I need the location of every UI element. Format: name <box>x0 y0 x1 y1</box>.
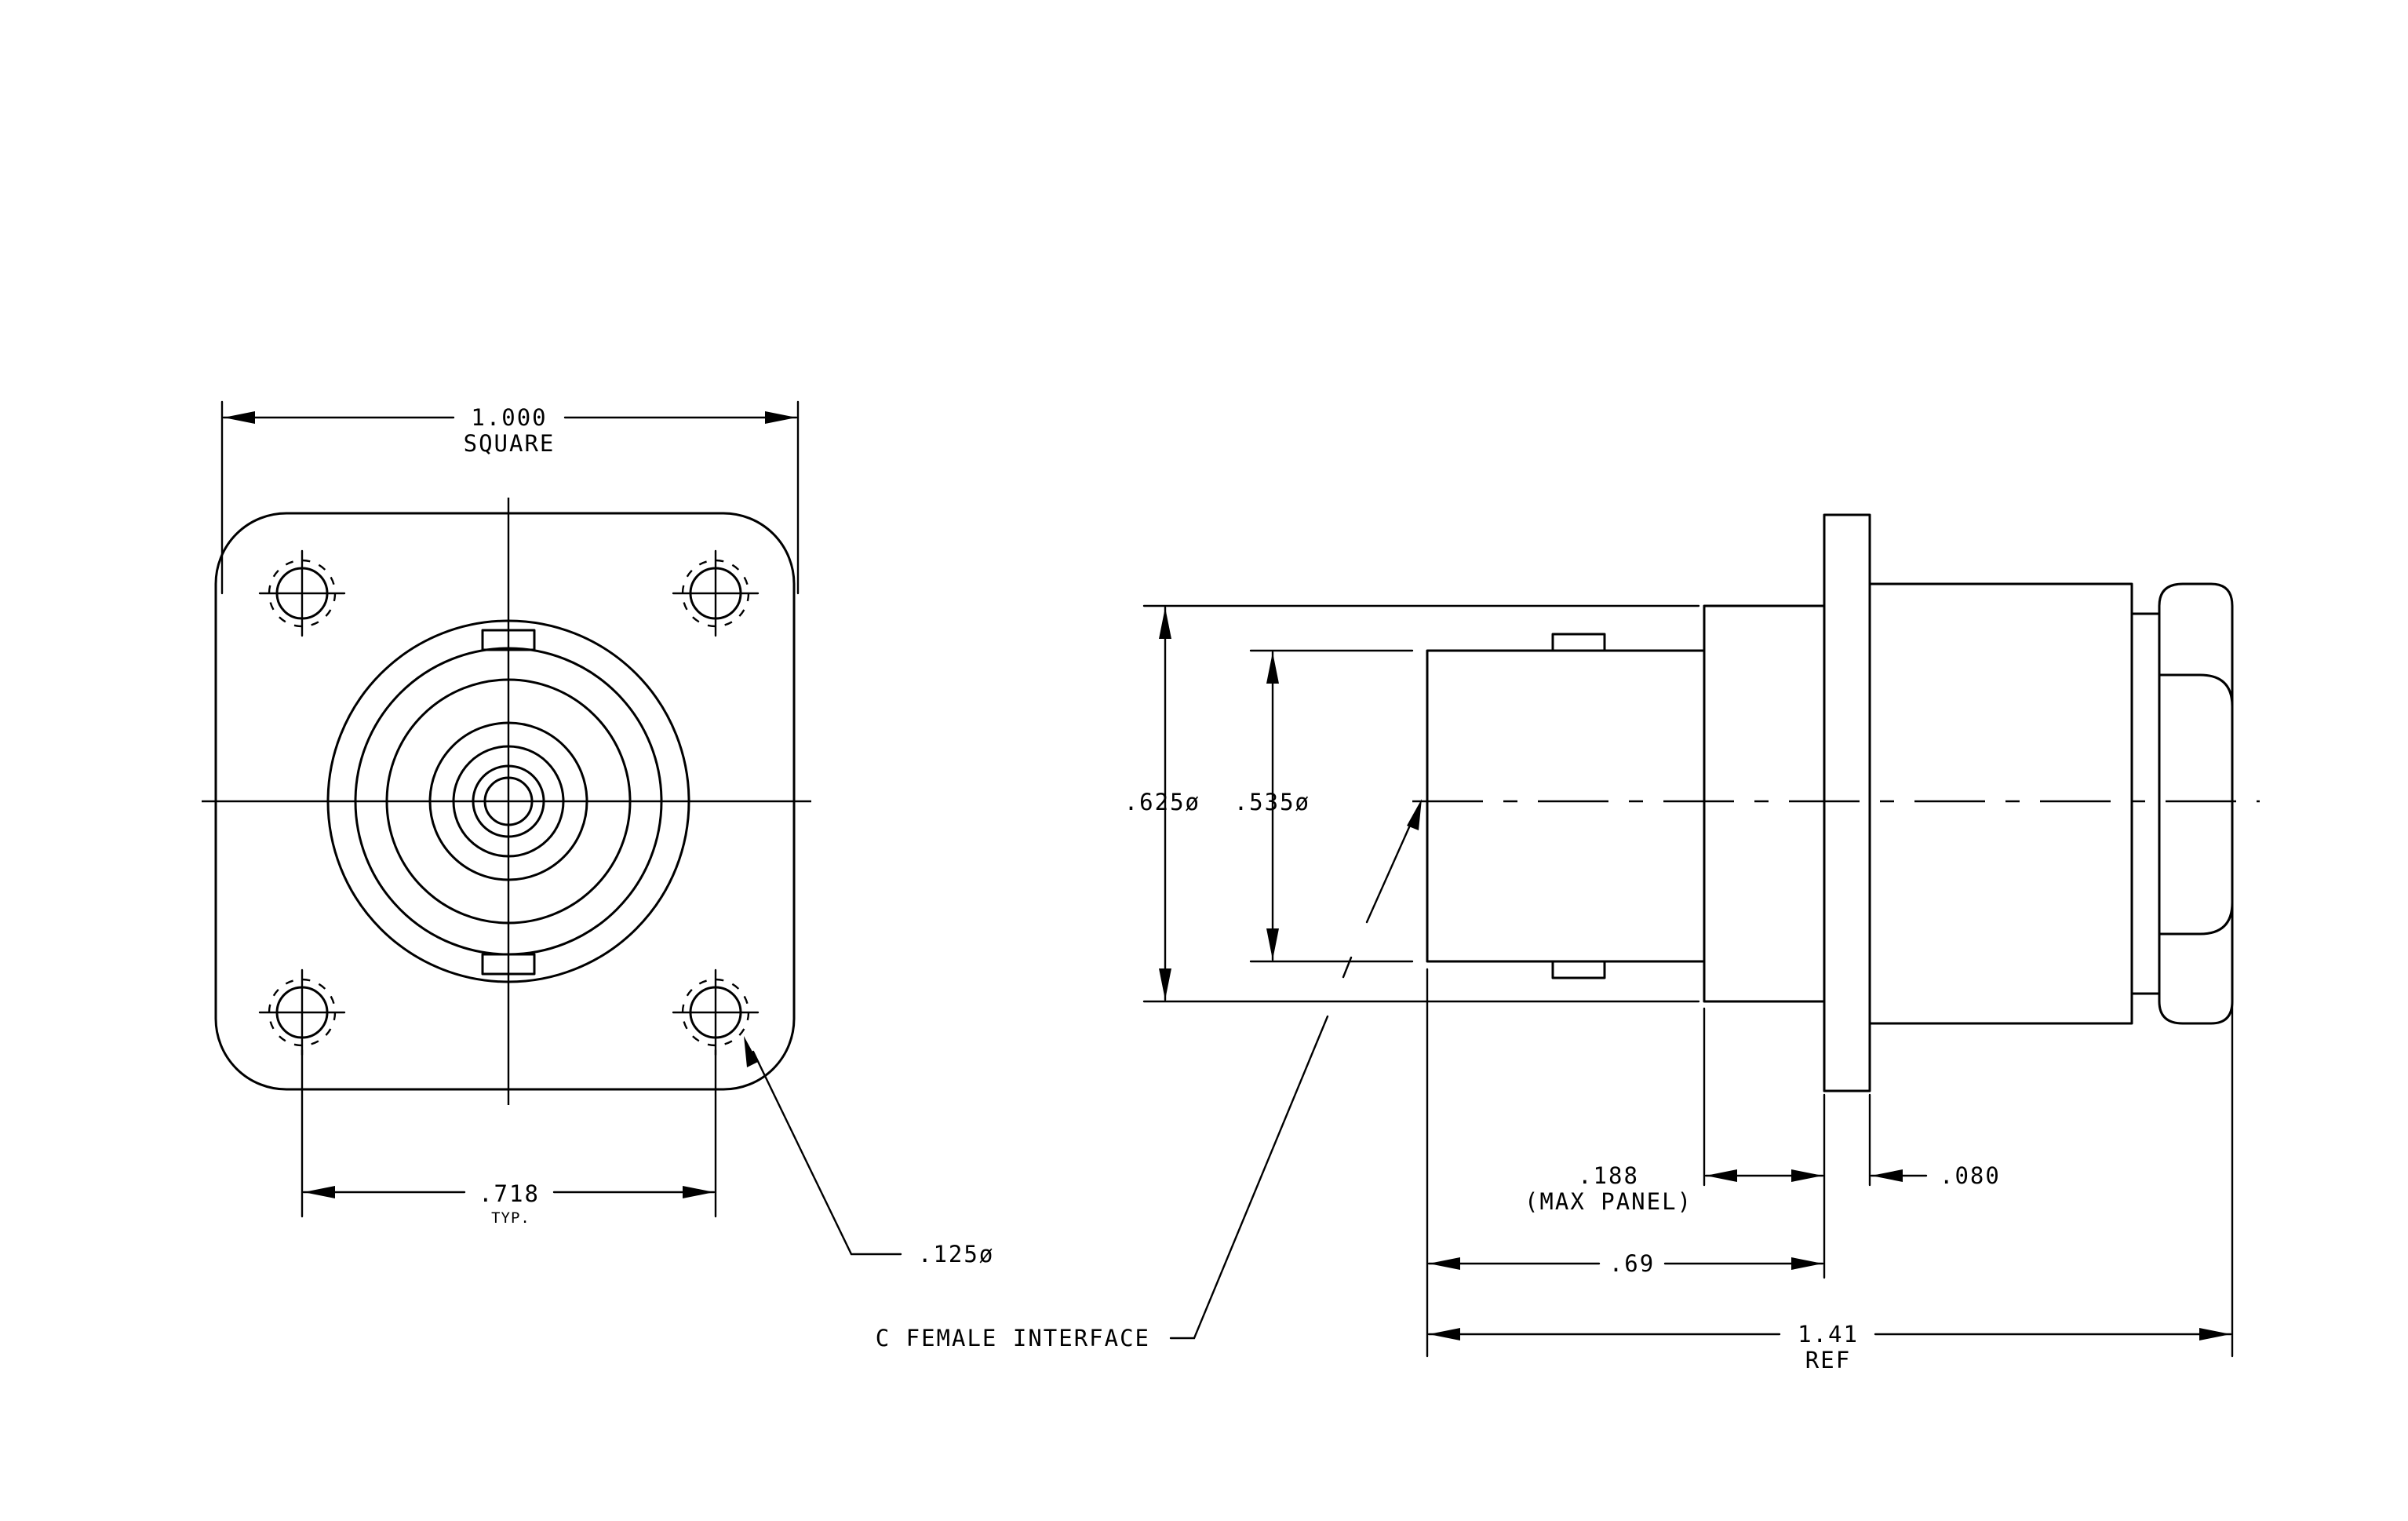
mounting-hole-bottom-left <box>258 968 346 1056</box>
dim-front-length-label: .69 <box>1609 1250 1655 1277</box>
outer-ring <box>326 619 690 983</box>
fourth-ring <box>428 721 588 881</box>
interface-label: C FEMALE INTERFACE <box>876 1325 1150 1351</box>
dim-flange-thickness-label: .080 <box>1940 1162 2001 1189</box>
dim-width-note: SQUARE <box>464 430 556 457</box>
mounting-hole-top-left <box>258 549 346 637</box>
front-view: 1.000 SQUARE .718 TYP. .125ø <box>202 400 994 1268</box>
bottom-bayonet-stud <box>481 953 536 976</box>
contact-inner <box>483 776 534 826</box>
dim-hole-spacing-note: TYP. <box>491 1209 530 1227</box>
dim-width-square: 1.000 SQUARE <box>220 400 800 595</box>
dim-overall-length-value: 1.41 <box>1798 1321 1859 1348</box>
dim-overall-length: 1.41 REF <box>1427 1000 2234 1373</box>
flange <box>1823 513 1871 1092</box>
mounting-hole-top-right <box>672 549 760 637</box>
hole-diameter-label: .125ø <box>918 1241 994 1268</box>
dim-flange-thickness: .080 <box>1868 1093 2001 1189</box>
dim-overall-length-note: REF <box>1805 1347 1851 1373</box>
fifth-ring <box>452 745 565 858</box>
dim-max-panel: .188 (MAX PANEL) <box>1525 1007 1826 1279</box>
dim-front-length: .69 <box>1426 968 1824 1358</box>
dim-outer-diameter: .625ø <box>1124 604 1700 1003</box>
side-view: .625ø .535ø .188 (MAX PANEL) .080 <box>876 513 2260 1373</box>
front-barrel <box>1426 649 1706 963</box>
interface-callout: C FEMALE INTERFACE <box>876 799 1422 1351</box>
dim-max-panel-note: (MAX PANEL) <box>1525 1188 1692 1215</box>
hole-diameter-callout: .125ø <box>744 1036 994 1268</box>
dim-outer-diameter-label: .625ø <box>1124 789 1200 815</box>
barrel-bottom-stud <box>1551 960 1606 979</box>
third-ring <box>385 678 632 925</box>
nut-neck <box>2130 612 2161 995</box>
contact-outer <box>472 764 545 838</box>
mounting-hole-bottom-right <box>672 968 760 1056</box>
nut-upper-facet <box>2158 673 2234 708</box>
dim-hole-spacing-value: .718 <box>479 1180 540 1207</box>
dim-inner-diameter: .535ø <box>1234 649 1414 963</box>
dim-hole-spacing: .718 TYP. <box>301 1049 717 1227</box>
rear-body <box>1868 582 2133 1025</box>
dim-inner-diameter-label: .535ø <box>1234 789 1310 815</box>
dim-max-panel-value: .188 <box>1578 1162 1639 1189</box>
panel-hub <box>1703 604 1826 1003</box>
dim-width-value: 1.000 <box>471 404 547 431</box>
barrel-top-stud <box>1551 633 1606 652</box>
nut-lower-facet <box>2158 901 2234 936</box>
nut <box>2158 582 2234 1025</box>
top-bayonet-stud <box>481 629 536 651</box>
